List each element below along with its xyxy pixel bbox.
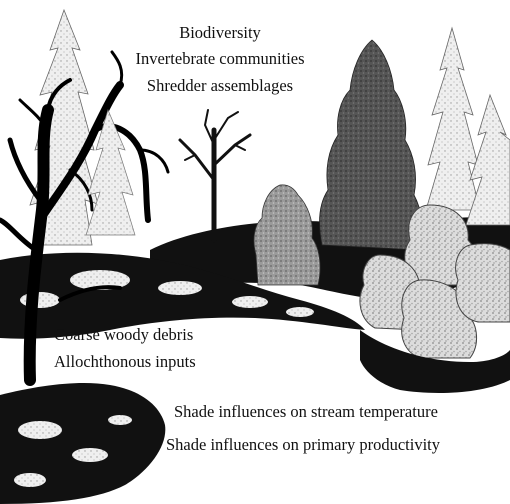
label-biodiversity: Biodiversity xyxy=(140,22,300,44)
mid-grey-tree xyxy=(254,185,320,285)
label-coarse-woody-debris: Coarse woody debris xyxy=(54,324,193,346)
bare-tree-middle xyxy=(180,110,250,240)
label-shade-temperature: Shade influences on stream temperature xyxy=(174,401,438,423)
label-allochthonous-inputs: Allochthonous inputs xyxy=(54,351,196,373)
dark-conifer xyxy=(320,40,423,250)
label-shade-productivity: Shade influences on primary productivity xyxy=(166,434,440,456)
label-invertebrate-communities: Invertebrate communities xyxy=(98,48,342,70)
conifer-right-far xyxy=(426,28,510,225)
label-shredder-assemblages: Shredder assemblages xyxy=(110,75,330,97)
